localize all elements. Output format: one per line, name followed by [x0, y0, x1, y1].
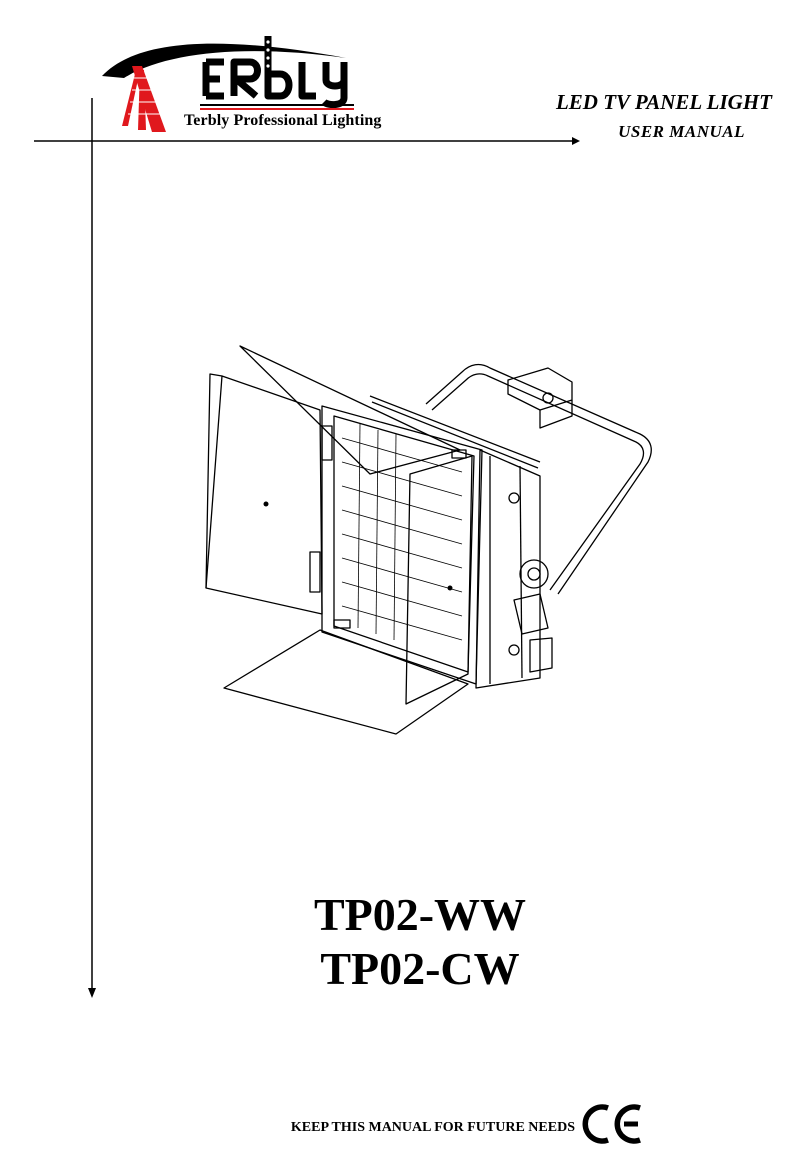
brand-tagline: Terbly Professional Lighting — [184, 112, 382, 129]
led-panel-light-icon — [205, 345, 652, 735]
product-type-heading: LED TV PANEL LIGHT — [555, 90, 772, 114]
ce-mark-icon — [582, 1104, 641, 1144]
document-type-heading: USER MANUAL — [618, 122, 745, 141]
model-number-ww: TP02-WW — [313, 889, 527, 940]
footer-note: KEEP THIS MANUAL FOR FUTURE NEEDS — [290, 1120, 575, 1135]
model-number-cw: TP02-CW — [320, 943, 520, 994]
brand-logo — [102, 36, 354, 132]
